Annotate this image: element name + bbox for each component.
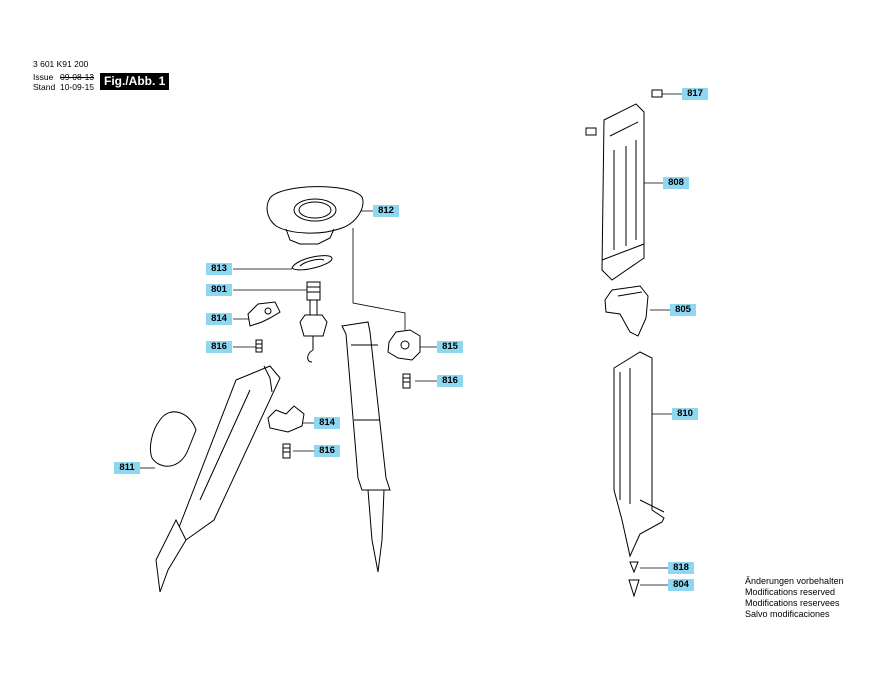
part-814-clamp-lower (267, 405, 305, 433)
callout-808: 808 (663, 177, 689, 189)
callout-810: 810 (672, 408, 698, 420)
callout-817: 817 (682, 88, 708, 100)
callout-815: 815 (437, 341, 463, 353)
callout-812: 812 (373, 205, 399, 217)
part-812-head-plate (266, 186, 364, 245)
callout-814-lower: 814 (314, 417, 340, 429)
callout-804: 804 (668, 579, 694, 591)
callout-801: 801 (206, 284, 232, 296)
note-es: Salvo modificaciones (745, 609, 830, 619)
part-811-leg-assembly (149, 365, 281, 593)
callout-818: 818 (668, 562, 694, 574)
issue-date: 09-08-13 (60, 72, 95, 82)
document-number: 3 601 K91 200 (33, 59, 89, 69)
stand-label: Stand (33, 82, 56, 92)
callout-816-right: 816 (437, 375, 463, 387)
callout-811: 811 (114, 462, 140, 474)
part-814-clamp-upper (247, 301, 281, 327)
part-816-screws (255, 339, 411, 459)
callout-814-upper: 814 (206, 313, 232, 325)
part-815-clip (387, 329, 421, 361)
part-center-leg (341, 321, 391, 573)
note-de: Änderungen vorbehalten (745, 576, 844, 586)
callout-816-lower: 816 (314, 445, 340, 457)
part-818-804-tips (628, 561, 640, 598)
part-813-washer (291, 255, 333, 271)
issue-label: Issue (33, 72, 54, 82)
figure-label: Fig./Abb. 1 (100, 73, 170, 90)
stand-date: 10-09-15 (60, 82, 95, 92)
part-810-lower-leg (613, 351, 665, 558)
note-en: Modifications reserved (745, 587, 836, 597)
callout-813: 813 (206, 263, 232, 275)
part-805-bracket (604, 285, 649, 337)
callout-805: 805 (670, 304, 696, 316)
callout-816-upper: 816 (206, 341, 232, 353)
part-817-pins (585, 89, 663, 136)
note-fr: Modifications reservees (745, 598, 840, 608)
part-801-screw (299, 281, 328, 363)
part-808-upper-column (601, 103, 645, 281)
